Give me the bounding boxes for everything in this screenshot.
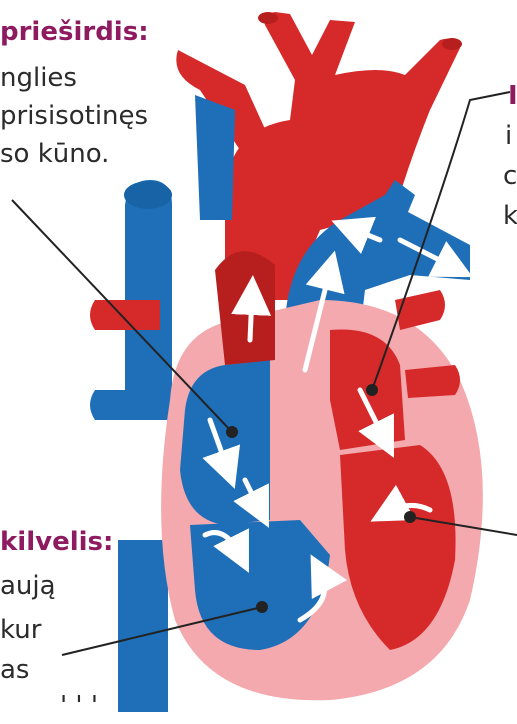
top-left-heading: prieširdis: [0,14,149,50]
top-right-heading: I [508,78,517,114]
pulmonary-vein-right-1 [395,290,445,330]
pulmonary-vein-left-2 [90,390,158,420]
top-right-line-1: i [505,118,512,154]
aortic-root [215,251,275,365]
superior-vein-right [195,95,235,220]
top-left-line-3: so kūno. [0,136,109,172]
pulmonary-vein-left-1 [90,300,160,330]
bottom-left-line-3: as [0,652,29,688]
top-left-line-1: nglies [0,60,77,96]
pulmonary-vein-right-2 [405,365,460,398]
inferior-vena-cava [118,540,168,712]
bottom-left-line-4: ' ' ' [60,688,98,724]
bottom-left-line-2: kur [0,612,41,648]
top-right-line-3: k [503,198,517,234]
flow-arrow-icon [250,295,252,340]
top-left-line-2: prisisotinęs [0,98,148,134]
bottom-left-heading: kilvelis: [0,524,113,560]
top-right-line-2: c [503,158,517,194]
bottom-left-line-1: aują [0,568,56,604]
